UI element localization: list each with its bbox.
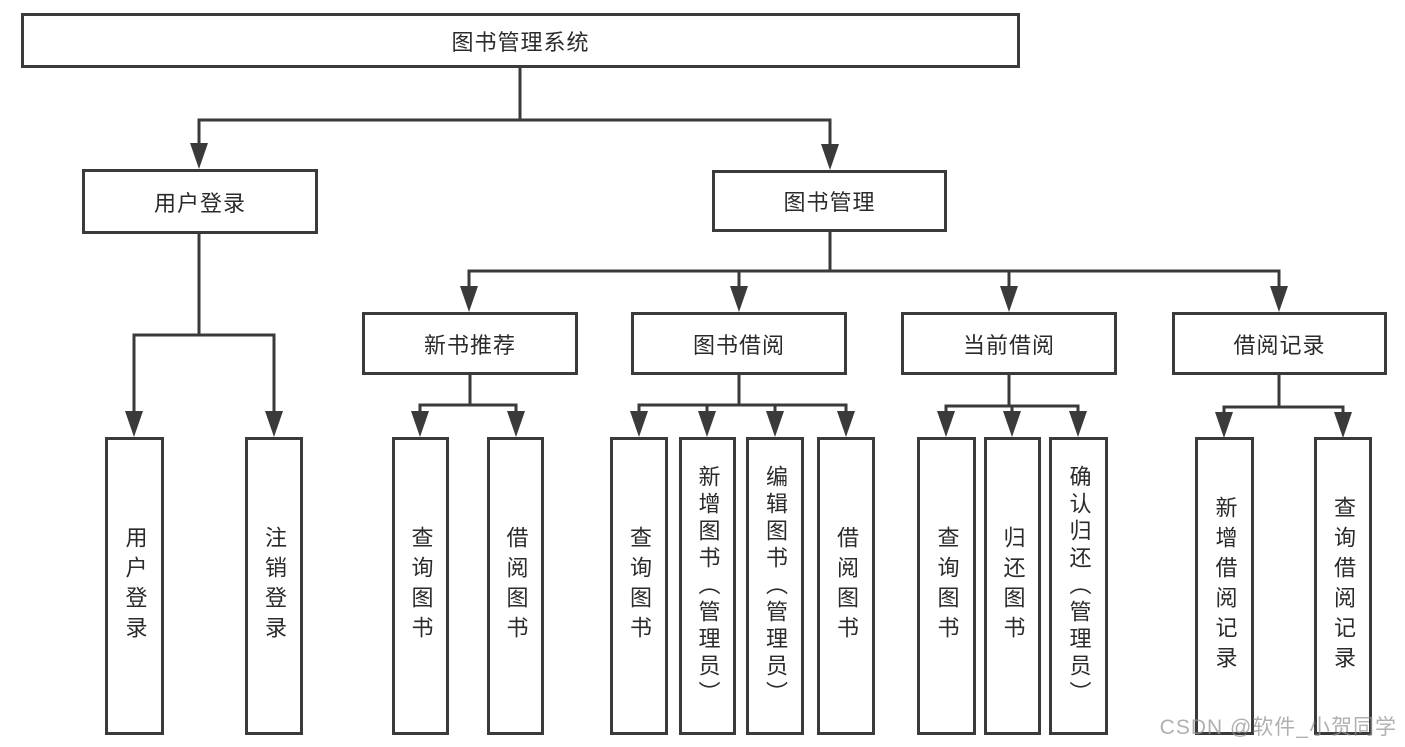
node-current-borrow: 当前借阅 bbox=[901, 312, 1117, 375]
leaf-user-login: 用户登录 bbox=[105, 437, 164, 735]
leaf-logout-login: 注销登录 bbox=[245, 437, 303, 735]
leaf-newbooks-borrow-books: 借阅图书 bbox=[487, 437, 544, 735]
connector-new-book-children bbox=[411, 375, 525, 437]
leaf-records-query-record: 查询借阅记录 bbox=[1314, 437, 1372, 735]
leaf-borrow-edit-books-admin: 编辑图书（管理员） bbox=[746, 437, 804, 735]
leaf-records-add-record: 新增借阅记录 bbox=[1195, 437, 1254, 735]
node-new-book-recommend: 新书推荐 bbox=[362, 312, 578, 375]
node-library-system: 图书管理系统 bbox=[21, 13, 1020, 68]
leaf-borrow-borrow-books: 借阅图书 bbox=[817, 437, 875, 735]
leaf-newbooks-query-books: 查询图书 bbox=[392, 437, 449, 735]
leaf-borrow-add-books-admin: 新增图书（管理员） bbox=[679, 437, 736, 735]
connector-current-borrow-children bbox=[937, 375, 1087, 437]
node-book-borrow: 图书借阅 bbox=[631, 312, 847, 375]
connector-root-to-level2 bbox=[190, 68, 839, 170]
connector-borrow-records-children bbox=[1215, 375, 1352, 438]
node-book-management: 图书管理 bbox=[712, 170, 947, 232]
leaf-current-confirm-return-admin: 确认归还（管理员） bbox=[1049, 437, 1108, 735]
watermark: CSDN @软件_小贺同学 bbox=[1159, 716, 1397, 739]
node-user-login: 用户登录 bbox=[82, 169, 318, 234]
leaf-current-query-books: 查询图书 bbox=[917, 437, 976, 735]
node-borrow-records: 借阅记录 bbox=[1172, 312, 1387, 375]
connector-user-login-children bbox=[125, 234, 283, 437]
connector-book-borrow-children bbox=[630, 375, 855, 437]
leaf-current-return-books: 归还图书 bbox=[984, 437, 1041, 735]
connector-book-management-children bbox=[460, 232, 1288, 312]
leaf-borrow-query-books: 查询图书 bbox=[610, 437, 668, 735]
